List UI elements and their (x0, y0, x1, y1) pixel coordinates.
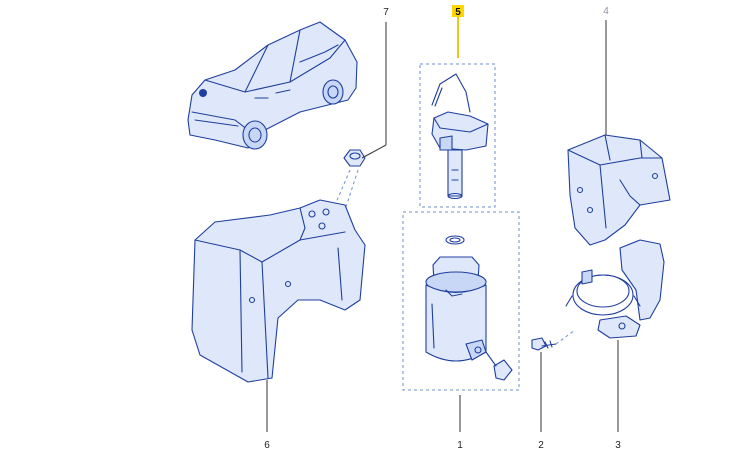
clamp-band[interactable] (565, 239, 665, 339)
callout-3[interactable]: 3 (615, 440, 621, 451)
callout-1[interactable]: 1 (457, 440, 463, 451)
fuel-filter-assembly[interactable] (425, 235, 513, 381)
group-box-5 (419, 63, 496, 208)
callout-5-highlight (452, 5, 464, 17)
callout-4[interactable]: 4 (603, 6, 609, 17)
nut[interactable] (343, 149, 366, 167)
screw[interactable] (531, 337, 557, 351)
callout-2[interactable]: 2 (538, 440, 544, 451)
callout-5[interactable]: 5 (455, 7, 461, 18)
callout-6[interactable]: 6 (264, 440, 270, 451)
group-box-1 (402, 211, 520, 391)
callout-7[interactable]: 7 (383, 7, 389, 18)
mounting-bracket[interactable] (567, 134, 671, 246)
protective-cover[interactable] (191, 199, 366, 383)
heater-sensor[interactable] (431, 73, 489, 200)
vehicle-illustration (187, 21, 358, 150)
